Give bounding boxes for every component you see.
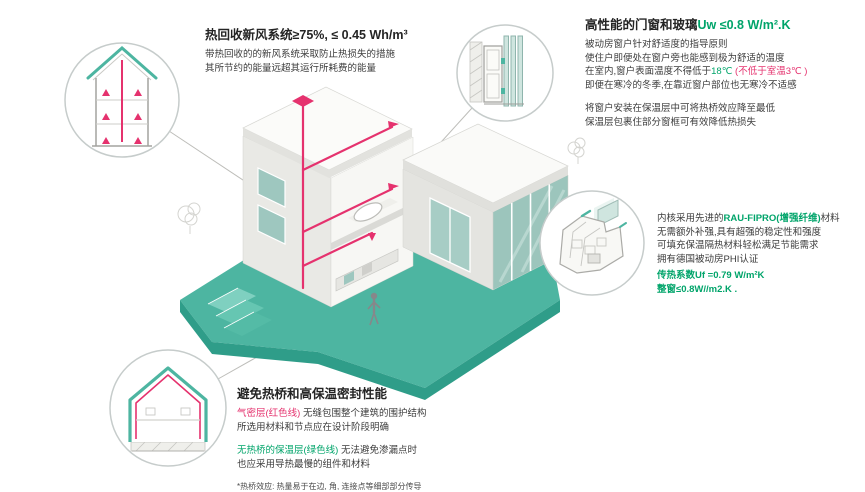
profile-line-5: 传热系数Uf =0.79 W/m²K — [657, 270, 765, 281]
profile-chamber-1 — [571, 239, 583, 249]
duct-branch-upper — [301, 125, 394, 172]
kitchen-appliance-1 — [344, 271, 354, 285]
thermal-footnote: *热桥效应: 热量易于在边, 角, 连接点等细部部分传导 — [237, 482, 422, 491]
insulation-layer-green-line — [128, 366, 208, 442]
left-wall-window-upper — [257, 167, 286, 208]
left-wall-window-lower — [257, 204, 286, 245]
callout-text-profile: 内核采用先进的RAU-FIPRO(增强纤维)材料 无需额外补强,具有超强的稳定性… — [657, 212, 840, 296]
thermal-line-1: 气密层(红色线) 无缝包围整个建筑的围护结构 — [237, 408, 427, 419]
wing-roof-edge — [403, 160, 568, 212]
airtight-layer-red-line — [135, 374, 201, 439]
mini-airflow-arrows — [102, 89, 142, 144]
profile-chamber-3 — [596, 237, 607, 247]
bathtub — [353, 202, 383, 222]
rooftop-hrv-unit — [292, 95, 314, 107]
callout-text-windows: 高性能的门窗和玻璃Uw ≤0.8 W/m².K 被动房窗户针对舒适度的指导原则 … — [585, 14, 807, 129]
callout-circle-thermal-envelope — [109, 349, 227, 467]
frame-chamber-2 — [486, 73, 500, 99]
duct-arrow-upper — [388, 121, 399, 128]
windows-body-3: 在室内,窗户表面温度不得低于18℃ (不低于室温3℃ ) — [585, 66, 808, 77]
windows-body-1: 被动房窗户针对舒适度的指导原则 — [585, 39, 728, 50]
profile-gasket-2 — [619, 222, 627, 228]
callout-text-ventilation: 热回收新风系统≥75%, ≤ 0.45 Wh/m³ 带热回收的的新风系统采取防止… — [205, 24, 408, 75]
tall-block-interior-cutaway — [330, 136, 414, 308]
thermal-line-4: 也应采用导热最慢的组件和材料 — [237, 458, 371, 470]
mini-window-2 — [180, 407, 191, 416]
kitchen-appliance-2 — [362, 262, 372, 276]
windows-body-2: 使住户即便处在窗户旁也能感到极为舒适的温度 — [585, 52, 785, 64]
foundation-block — [130, 441, 206, 452]
callout-circle-window-detail — [456, 24, 554, 122]
profile-line-1: 内核采用先进的RAU-FIPRO(增强纤维)材料 — [657, 213, 840, 224]
glazing-pane-2 — [510, 35, 516, 107]
profile-line-2: 无需额外补强,具有超强的稳定性和强度 — [657, 226, 822, 238]
ground-side — [180, 300, 560, 400]
mini-window-1 — [145, 407, 156, 416]
ventilation-body-1: 带热回收的的新风系统采取防止热损失的措施 — [205, 49, 396, 60]
windows-body-6: 保温层包裹住部分窗框可有效降低热损失 — [585, 116, 757, 128]
thermal-title: 避免热桥和高保温密封性能 — [237, 387, 388, 401]
profile-chamber-lines — [569, 221, 601, 267]
thermal-line-3: 无热桥的保温层(绿色线) 无法避免渗漏点时 — [237, 445, 417, 456]
house-right-wing — [402, 123, 569, 291]
profile-gasket-1 — [580, 209, 592, 218]
frame-chamber-1 — [486, 49, 500, 71]
tree-sketch-right — [567, 137, 586, 164]
tall-block-roof-edge — [243, 128, 412, 178]
profile-line-4: 拥有德国被动房PHI认证 — [657, 253, 759, 265]
profile-core — [587, 253, 601, 264]
interior-floor-slab — [331, 203, 413, 250]
tree-sketch-left — [177, 202, 201, 234]
callout-circle-frame-profile — [539, 190, 645, 296]
duct-branch-middle — [301, 187, 394, 234]
seal-gasket-1 — [501, 58, 505, 64]
garden-steps — [207, 287, 272, 336]
duct-arrow-lower — [368, 233, 376, 241]
mini-roof-insulation — [86, 45, 158, 80]
callout-circle-ventilation — [64, 42, 180, 158]
profile-line-6: 整窗≤0.8W//m2.K . — [657, 283, 738, 295]
duct-arrow-middle — [388, 183, 399, 190]
windows-body-5: 将窗户安装在保温层中可将热桥效应降至最低 — [585, 103, 776, 114]
wall-hatch-block — [469, 41, 483, 103]
profile-line-3: 可填充保温隔热材料轻松满足节能需求 — [657, 240, 819, 251]
glazing-pane-3 — [517, 35, 523, 107]
spacer — [585, 92, 807, 102]
spacer — [237, 434, 426, 444]
ventilation-ducts — [292, 95, 399, 290]
hatch-lines — [469, 41, 483, 99]
callout-text-thermal: 避免热桥和高保温密封性能 气密层(红色线) 无缝包围整个建筑的围护结构 所选用材… — [237, 383, 426, 492]
glazing-pane-1 — [503, 35, 509, 107]
ventilation-title: 热回收新风系统≥75%, ≤ 0.45 Wh/m³ — [205, 28, 408, 42]
thermal-line-2: 所选用材料和节点应在设计阶段明确 — [237, 421, 390, 433]
foundation-hatch — [135, 441, 194, 452]
windows-title: 高性能的门窗和玻璃Uw ≤0.8 W/m².K — [585, 18, 791, 32]
duct-branch-lower — [301, 231, 374, 268]
windows-body-4: 即便在寒冷的冬季,在靠近窗户部位也无寒冷不适感 — [585, 79, 797, 91]
person-figure — [367, 292, 381, 326]
ventilation-body-2: 其所节约的能量远超其运行所耗费的能量 — [205, 62, 377, 74]
mini-roof-inner — [92, 53, 152, 81]
mini-walls — [92, 78, 152, 147]
house-tall-block — [242, 86, 414, 308]
seal-gasket-2 — [501, 88, 505, 94]
